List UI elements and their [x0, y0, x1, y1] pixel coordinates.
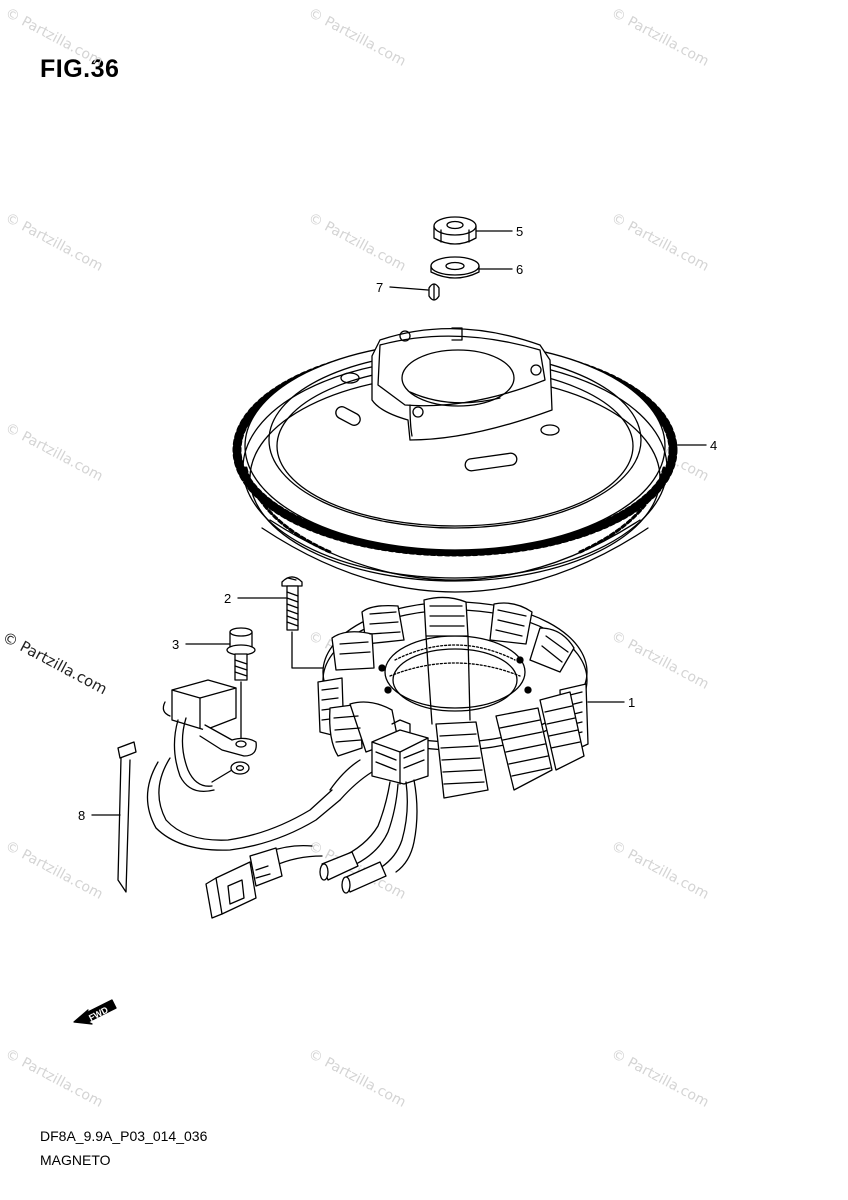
callout-1: 1: [628, 695, 635, 710]
diagram-name: MAGNETO: [40, 1152, 111, 1168]
diagram-code: DF8A_9.9A_P03_014_036: [40, 1128, 208, 1144]
callouts: 5 6 7 4 2 3 1 8: [78, 224, 717, 823]
nut-part-5: [433, 216, 477, 245]
callout-4: 4: [710, 438, 717, 453]
stator-part-1: [317, 596, 589, 799]
stator-wiring: [205, 779, 418, 919]
callout-2: 2: [224, 591, 231, 606]
key-part-7: [428, 283, 440, 301]
callout-6: 6: [516, 262, 523, 277]
figure-title: FIG.36: [40, 55, 120, 83]
flywheel-part-4: [232, 327, 678, 593]
callout-7: 7: [376, 280, 383, 295]
washer-part-6: [430, 256, 480, 279]
pulser-coil: [146, 679, 373, 851]
callout-8: 8: [78, 808, 85, 823]
cable-tie-part-8: [117, 741, 137, 893]
callout-3: 3: [172, 637, 179, 652]
callout-5: 5: [516, 224, 523, 239]
bolt-part-3: [226, 627, 256, 741]
fwd-arrow: FWD: [73, 999, 117, 1025]
